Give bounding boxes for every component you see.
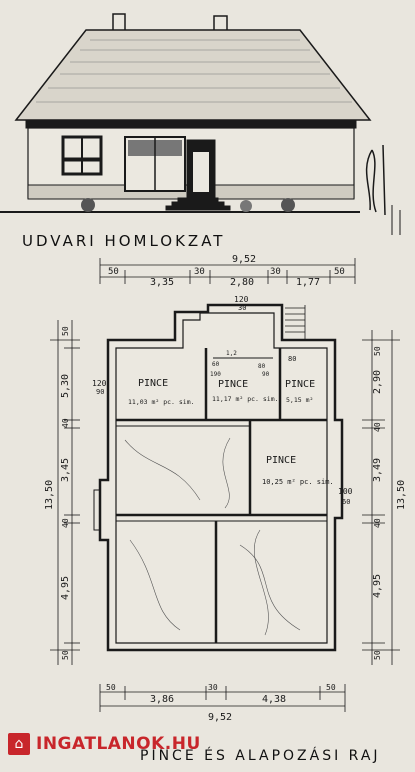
- left-seg-5: 4,95: [60, 576, 71, 600]
- right-seg-4: 40: [373, 518, 382, 528]
- right-seg-6: 50: [373, 650, 382, 660]
- right-seg-1: 2,90: [372, 370, 383, 394]
- opening-e-label: 90: [262, 371, 270, 378]
- left-dimension-lines: [50, 320, 80, 665]
- top-overall-label: 9,52: [232, 254, 256, 265]
- top-seg-5: 1,77: [296, 277, 320, 288]
- bottom-seg-2: 30: [208, 683, 218, 692]
- elevation-title: UDVARI HOMLOKZAT: [22, 232, 226, 250]
- stair-sub-label: 30: [238, 304, 246, 312]
- left-seg-0: 50: [61, 326, 70, 336]
- right-side-sub-label: 60: [342, 498, 350, 506]
- left-door-sub-label: 90: [96, 388, 104, 396]
- bottom-seg-3: 4,38: [262, 694, 286, 705]
- room-1-area: 11,03 m² pc. sim.: [128, 398, 195, 406]
- bottom-seg-4: 50: [326, 683, 336, 692]
- bottom-overall-label: 9,52: [208, 712, 232, 723]
- left-seg-1: 5,30: [60, 374, 71, 398]
- top-seg-4: 30: [270, 267, 281, 277]
- bottom-seg-1: 3,86: [150, 694, 174, 705]
- top-seg-1: 3,35: [150, 277, 174, 288]
- opening-a-label: 1,2: [226, 350, 237, 357]
- top-seg-3: 2,80: [230, 277, 254, 288]
- left-overall-label: 13,50: [44, 480, 55, 510]
- room-2-area: 11,17 m² pc. sim.: [212, 395, 279, 403]
- room-3-area: 5,15 m²: [286, 396, 313, 404]
- right-overall-label: 13,50: [396, 480, 407, 510]
- bottom-dimension-lines: [99, 684, 346, 712]
- house-icon: ⌂: [8, 733, 30, 755]
- left-seg-6: 50: [61, 650, 70, 660]
- right-seg-2: 40: [373, 422, 382, 432]
- top-seg-6: 50: [334, 267, 345, 277]
- right-dimension-lines: [362, 330, 400, 665]
- top-dimension-lines: [99, 258, 356, 284]
- top-seg-0: 50: [108, 267, 119, 277]
- right-side-label: 100: [338, 487, 353, 496]
- left-seg-2: 40: [61, 418, 70, 428]
- room-4-area: 10,25 m² pc. sim.: [262, 478, 334, 486]
- floor-plan: [93, 303, 344, 652]
- opening-c-label: 190: [210, 371, 221, 378]
- stair-width-label: 120: [234, 295, 249, 304]
- room-4-name: PINCE: [266, 455, 296, 466]
- bottom-seg-0: 50: [106, 683, 116, 692]
- ingatlanok-watermark[interactable]: ⌂ INGATLANOK.HU: [8, 730, 203, 758]
- room-3-name: PINCE: [285, 379, 315, 390]
- plan-title: PINCE ÉS ALAPOZÁSI RAJ: [140, 748, 381, 764]
- right-seg-3: 3,49: [372, 458, 383, 482]
- opening-b-label: 60: [212, 361, 220, 368]
- left-door-label: 120: [92, 379, 107, 388]
- right-seg-0: 50: [373, 346, 382, 356]
- left-seg-4: 40: [61, 518, 70, 528]
- room-1-name: PINCE: [138, 378, 168, 389]
- right-seg-5: 4,95: [372, 574, 383, 598]
- house-elevation: [0, 13, 401, 235]
- watermark-text: INGATLANOK.HU: [36, 734, 201, 754]
- top-seg-2: 30: [194, 267, 205, 277]
- right-top-label: 80: [288, 355, 296, 363]
- opening-d-label: 80: [258, 363, 266, 370]
- room-2-name: PINCE: [218, 379, 248, 390]
- left-seg-3: 3,45: [60, 458, 71, 482]
